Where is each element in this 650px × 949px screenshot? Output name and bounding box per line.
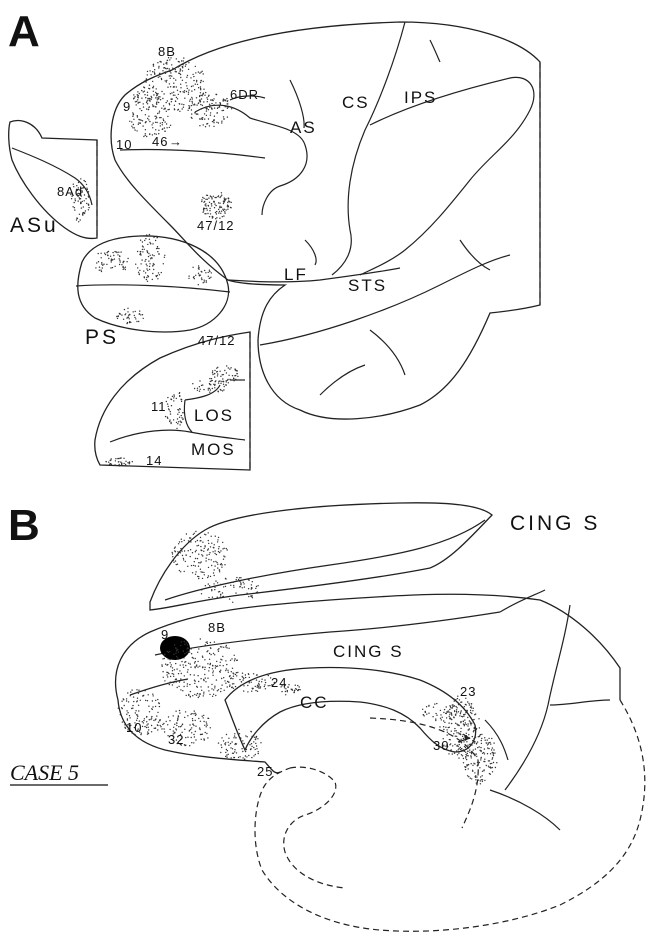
- minor-sulcus-4: [305, 240, 316, 265]
- label-47-12-orbital: 47/12: [198, 333, 236, 348]
- calcarine-sulcus: [550, 700, 610, 705]
- label-8Ad: 8Ad: [57, 184, 83, 199]
- cingulate-sulcus: [155, 612, 500, 655]
- label-CC: CC: [300, 693, 329, 712]
- principal-sulcus-lateral: [120, 149, 265, 158]
- label-14: 14: [146, 453, 162, 468]
- arrow-46: →: [169, 134, 183, 149]
- label-24: 24: [271, 675, 287, 690]
- sulcus-lower-1: [490, 790, 560, 830]
- label-LOS: LOS: [194, 406, 234, 425]
- label-MOS: MOS: [191, 440, 236, 459]
- medial-inner-dashed: [284, 767, 345, 888]
- label-IPS: IPS: [404, 88, 437, 107]
- label-46: 46: [152, 134, 168, 149]
- label-9: 9: [123, 99, 131, 114]
- minor-sulcus-2: [430, 40, 440, 62]
- label-PS: PS: [85, 326, 119, 349]
- principal-sulcus-flat: [76, 285, 230, 292]
- medial-caudal-inner-dashed: [370, 718, 478, 828]
- minor-sulcus-5: [370, 330, 405, 375]
- label-cings-top: CING S: [510, 512, 600, 535]
- label-AS: AS: [290, 118, 317, 137]
- label-10-b: 10: [126, 720, 142, 735]
- label-47-12: 47/12: [197, 218, 235, 233]
- label-9-b: 9: [161, 627, 169, 642]
- lateral-hemisphere-outline: [111, 22, 540, 419]
- label-25: 25: [257, 764, 273, 779]
- minor-sulcus-6: [320, 365, 365, 395]
- label-11: 11: [151, 399, 167, 414]
- sulcus-lower-2: [485, 720, 508, 760]
- label-10: 10: [116, 137, 132, 152]
- panel-b-letter: B: [8, 501, 40, 550]
- intraparietal-sulcus: [360, 77, 534, 275]
- medial-frontal-lower: [118, 700, 280, 773]
- label-8B: 8B: [158, 44, 176, 59]
- label-STS: STS: [348, 276, 387, 295]
- label-23: 23: [460, 684, 476, 699]
- cingulate-strip-inner: [165, 520, 485, 600]
- central-sulcus: [332, 22, 405, 275]
- label-30: 30: [433, 738, 449, 753]
- ps-outline: [78, 236, 229, 332]
- label-cings: CING S: [333, 642, 404, 661]
- label-CS: CS: [342, 93, 370, 112]
- minor-sulcus-3: [460, 240, 490, 270]
- cingulate-marginal-ramus: [500, 590, 545, 612]
- panel-a-letter: A: [8, 7, 40, 56]
- case-label: CASE 5: [10, 760, 79, 785]
- label-8B-b: 8B: [208, 620, 226, 635]
- label-ASu: ASu: [10, 214, 59, 237]
- panel-b: B CING S 9 8B CING S 24 CC: [8, 501, 645, 931]
- label-6DR: 6DR: [230, 87, 259, 102]
- panel-a: A: [8, 7, 540, 470]
- label-32: 32: [168, 732, 184, 747]
- label-LF: LF: [284, 265, 308, 284]
- parieto-occipital-sulcus: [505, 605, 570, 790]
